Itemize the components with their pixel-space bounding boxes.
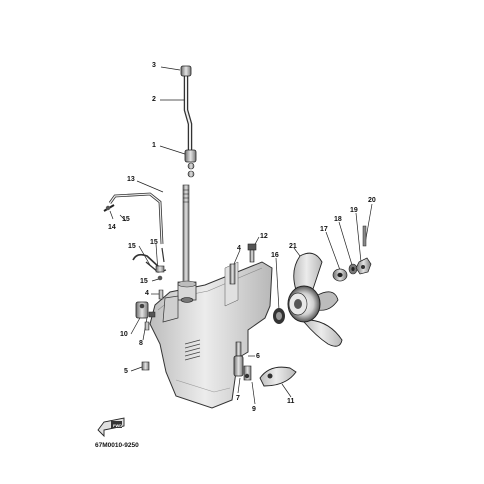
callout-2: 2 bbox=[152, 96, 156, 103]
callout-19: 19 bbox=[350, 207, 358, 214]
callout-15-right: 15 bbox=[150, 239, 158, 246]
propeller bbox=[287, 252, 343, 347]
callout-4-right: 4 bbox=[237, 245, 241, 252]
callout-7: 7 bbox=[236, 395, 240, 402]
lower-casing bbox=[149, 261, 273, 409]
callout-18: 18 bbox=[334, 216, 342, 223]
callout-21: 21 bbox=[289, 243, 297, 250]
callout-11: 11 bbox=[287, 398, 295, 405]
callout-15-lower: 15 bbox=[140, 278, 148, 285]
callout-1: 1 bbox=[152, 142, 156, 149]
leader-lines bbox=[109, 66, 373, 405]
propeller-hardware bbox=[332, 225, 372, 282]
fwd-marker-text: FWD bbox=[113, 423, 123, 428]
callout-14: 14 bbox=[108, 224, 116, 231]
callout-17: 17 bbox=[320, 226, 328, 233]
callout-12: 12 bbox=[260, 233, 268, 240]
callout-3: 3 bbox=[152, 62, 156, 69]
fasteners bbox=[135, 243, 257, 381]
shift-rod bbox=[103, 192, 164, 245]
callout-13: 13 bbox=[127, 176, 135, 183]
callout-6: 6 bbox=[256, 353, 260, 360]
callout-15-upper: 15 bbox=[122, 216, 130, 223]
drawing-code: 67M0010-9250 bbox=[95, 442, 139, 449]
callout-10: 10 bbox=[120, 331, 128, 338]
callout-8: 8 bbox=[139, 340, 143, 347]
anode bbox=[259, 366, 297, 387]
water-tube-assembly bbox=[180, 65, 197, 178]
callout-16: 16 bbox=[271, 252, 279, 259]
callout-5: 5 bbox=[124, 368, 128, 375]
cable-clamp bbox=[132, 247, 167, 281]
callout-4-left: 4 bbox=[145, 290, 149, 297]
thrust-washer bbox=[273, 308, 285, 324]
drive-shaft bbox=[182, 184, 190, 296]
callout-20: 20 bbox=[368, 197, 376, 204]
callout-15-left: 15 bbox=[128, 243, 136, 250]
fwd-arrow-icon bbox=[97, 417, 125, 438]
callout-9: 9 bbox=[252, 406, 256, 413]
